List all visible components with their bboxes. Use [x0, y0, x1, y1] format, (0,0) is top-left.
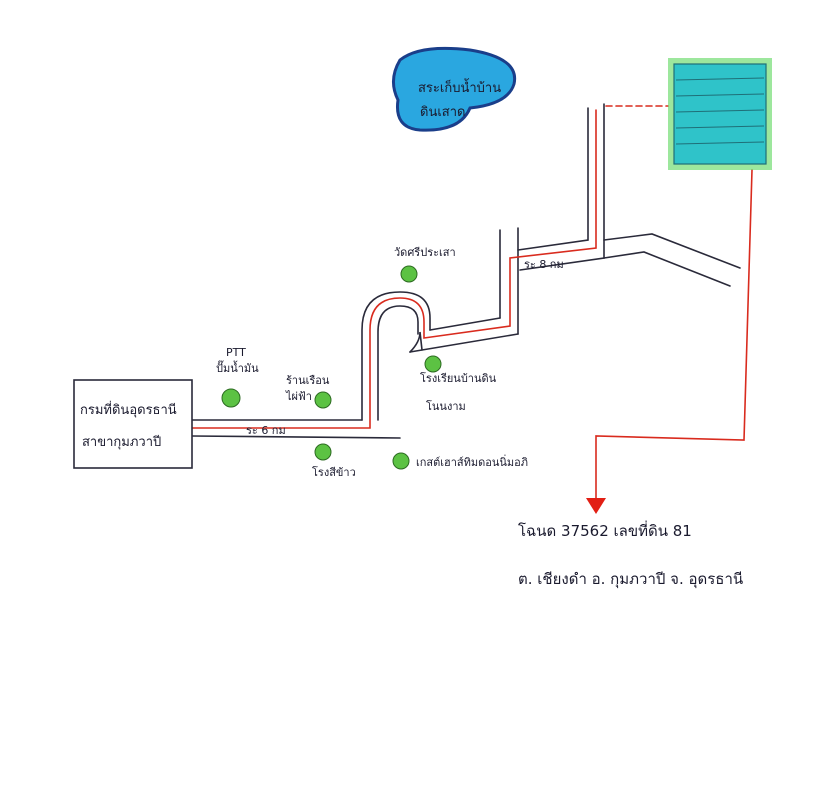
deed-text-line2: ต. เชียงดำ อ. กุมภวาปี จ. อุดรธานี [518, 570, 743, 589]
origin-label-line1: กรมที่ดินอุดรธานี [80, 401, 177, 418]
roads [191, 103, 741, 439]
landmark-markers [221, 265, 442, 470]
road-main-bottom-edge [191, 435, 401, 439]
field-plot [668, 58, 772, 170]
road-diag-bottom-edge [409, 333, 519, 353]
road-north-left-edge [517, 107, 589, 251]
distance-label-second: ระ 8 กม [524, 258, 564, 271]
reservoir-label-line1: สระเก็บน้ำบ้าน [418, 78, 501, 96]
temple-marker-icon [400, 265, 418, 283]
road-north-right-edge [519, 103, 605, 271]
deed-text-line1: โฉนด 37562 เลขที่ดิน 81 [518, 520, 692, 540]
road-east-top-edge [603, 233, 741, 269]
ptt-marker-icon [221, 388, 241, 408]
ptt-label-line2: ปั๊มน้ำมัน [216, 360, 259, 375]
distance-label-first: ระ 6 กม [246, 424, 286, 437]
market-label: เกสต์เฮาส์ทิมดอนนิ่มอภิ [416, 454, 528, 469]
origin-box [73, 379, 193, 469]
market-marker-icon [392, 452, 410, 470]
deed-arrow-icon [586, 498, 606, 514]
restaurant-label-line2: ไผ่ฟ้า [285, 390, 312, 403]
school-label-line1: โรงเรียนบ้านดิน [420, 371, 497, 385]
road-up-right-edge [377, 305, 419, 421]
reservoir-shape [392, 46, 517, 132]
route [191, 105, 753, 499]
school-marker-icon [424, 355, 442, 373]
road-up-left-edge [361, 291, 431, 421]
hospital-label: โรงสีข้าว [312, 465, 356, 479]
origin-label-line2: สาขากุมภวาปี [82, 434, 161, 450]
ptt-label-line1: PTT [226, 346, 246, 359]
road-east-bottom-edge [603, 251, 731, 287]
route-line [191, 109, 597, 429]
reservoir-label-line2: ดินเสาด [420, 105, 465, 120]
restaurant-marker-icon [314, 391, 332, 409]
temple-label: วัดศรีประเสา [394, 246, 456, 259]
road-loop [409, 331, 423, 353]
school-label-line2: โนนงาม [426, 399, 466, 413]
road-diag-top-edge [429, 317, 501, 331]
hospital-marker-icon [314, 443, 332, 461]
restaurant-label-line1: ร้านเรือน [286, 374, 330, 387]
route-to-deed [595, 169, 753, 499]
